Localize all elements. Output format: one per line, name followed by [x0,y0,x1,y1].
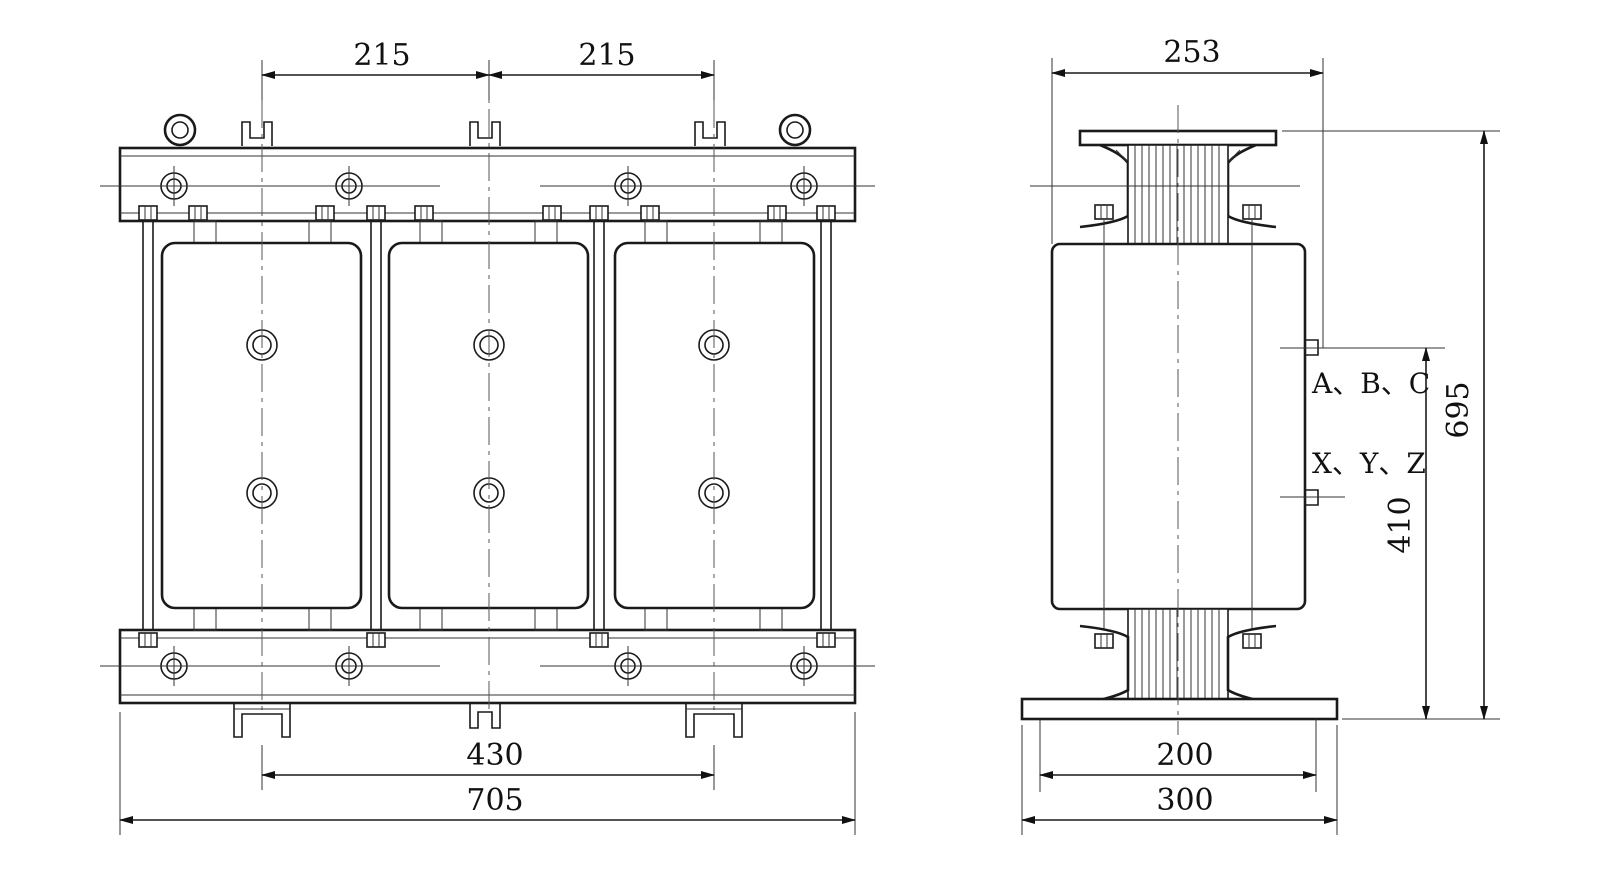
top-clamp-beam [100,146,875,223]
dim-mount-spacing: 430 [261,738,715,790]
lifting-ring-left-icon [163,113,197,147]
side-base-plate [1020,697,1339,721]
side-bottom-flange [1079,624,1277,702]
terminal-label-line: A、B、C [1311,367,1430,400]
dim-terminal-height: 410 [1345,347,1445,720]
front-view: 215 215 430 705 [100,38,875,835]
mounting-feet [233,703,743,738]
bottom-clamp-beam [100,628,875,705]
terminal-label-neutral: X、Y、Z [1312,447,1426,480]
front-center-lines [261,65,715,715]
dim-overall-height: 695 [1282,130,1500,720]
dim-pitch: 215 215 [261,38,715,100]
dim-mount-spacing-label: 430 [466,738,523,773]
dim-base-depth: 300 [1021,725,1338,835]
dim-top-depth-label: 253 [1163,35,1220,70]
dim-overall-width-label: 705 [466,783,523,818]
dim-base-depth-label: 300 [1156,783,1213,818]
terminal-studs [1280,339,1345,506]
top-terminal-brackets [241,121,726,146]
dim-mount-depth: 200 [1039,719,1317,792]
dim-overall-width: 705 [119,712,856,835]
dim-mount-depth-label: 200 [1156,738,1213,773]
side-view: A、B、C X、Y、Z 253 695 410 200 [1020,35,1500,835]
dim-terminal-height-label: 410 [1383,496,1418,553]
dim-pitch-right-label: 215 [578,38,635,73]
dim-overall-height-label: 695 [1441,381,1476,438]
tie-rods [142,221,832,630]
dim-top-depth: 253 [1051,35,1324,348]
dim-pitch-left-label: 215 [353,38,410,73]
lifting-ring-right-icon [778,113,812,147]
